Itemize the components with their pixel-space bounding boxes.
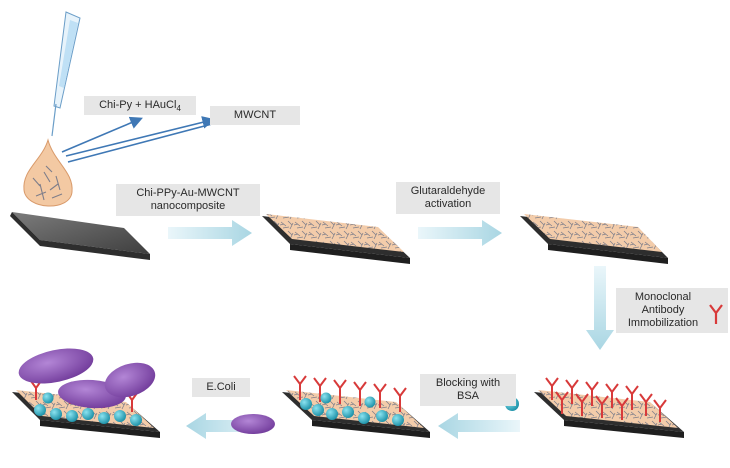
label-mwcnt: MWCNT (210, 106, 300, 125)
antibody-icon (709, 304, 723, 324)
pipette-icon (51, 11, 81, 137)
step-arrow-3 (586, 266, 614, 350)
blocked-electrode (282, 375, 430, 438)
label-ecoli-text: E.Coli (206, 381, 236, 393)
arrow-to-chi-py (61, 116, 143, 153)
step-arrow-2 (418, 220, 502, 246)
antibody-icon (545, 377, 667, 422)
activated-electrode (520, 214, 668, 264)
bare-electrode (10, 212, 150, 260)
antibody-electrode (534, 377, 684, 438)
droplet-icon (23, 138, 73, 207)
label-mwcnt-text: MWCNT (233, 109, 277, 121)
label-glutaraldehyde-line1: Glutaraldehyde (410, 185, 486, 197)
label-nanocomposite-line1: Chi-PPy-Au-MWCNT (136, 187, 240, 199)
ecoli-cell-icon (231, 414, 275, 434)
label-chi-py-text: Chi-Py + HAuCl4 (99, 99, 181, 114)
label-nanocomposite: Chi-PPy-Au-MWCNT nanocomposite (116, 184, 260, 216)
label-antibody-line2: Antibody (641, 304, 685, 316)
final-electrode (12, 348, 160, 438)
label-blocking: Blocking with BSA (420, 374, 516, 406)
label-antibody: Monoclonal Antibody Immobilization (616, 288, 728, 333)
arrow-to-mwcnt (65, 116, 216, 157)
label-blocking-line2: BSA (456, 390, 479, 402)
nanocomposite-electrode (262, 214, 410, 264)
step-arrow-1 (168, 220, 252, 246)
label-blocking-line1: Blocking with (435, 377, 501, 389)
label-antibody-line1: Monoclonal (634, 291, 692, 303)
label-ecoli: E.Coli (192, 378, 250, 397)
label-glutaraldehyde-line2: activation (424, 198, 472, 210)
step-arrow-5 (186, 413, 268, 439)
label-glutaraldehyde: Glutaraldehyde activation (396, 182, 500, 214)
label-antibody-line3: Immobilization (627, 317, 699, 329)
step-arrow-4 (438, 413, 520, 439)
arrow-mwcnt-second (67, 123, 213, 163)
label-chi-py: Chi-Py + HAuCl4 (84, 96, 196, 115)
label-nanocomposite-line2: nanocomposite (150, 200, 226, 212)
